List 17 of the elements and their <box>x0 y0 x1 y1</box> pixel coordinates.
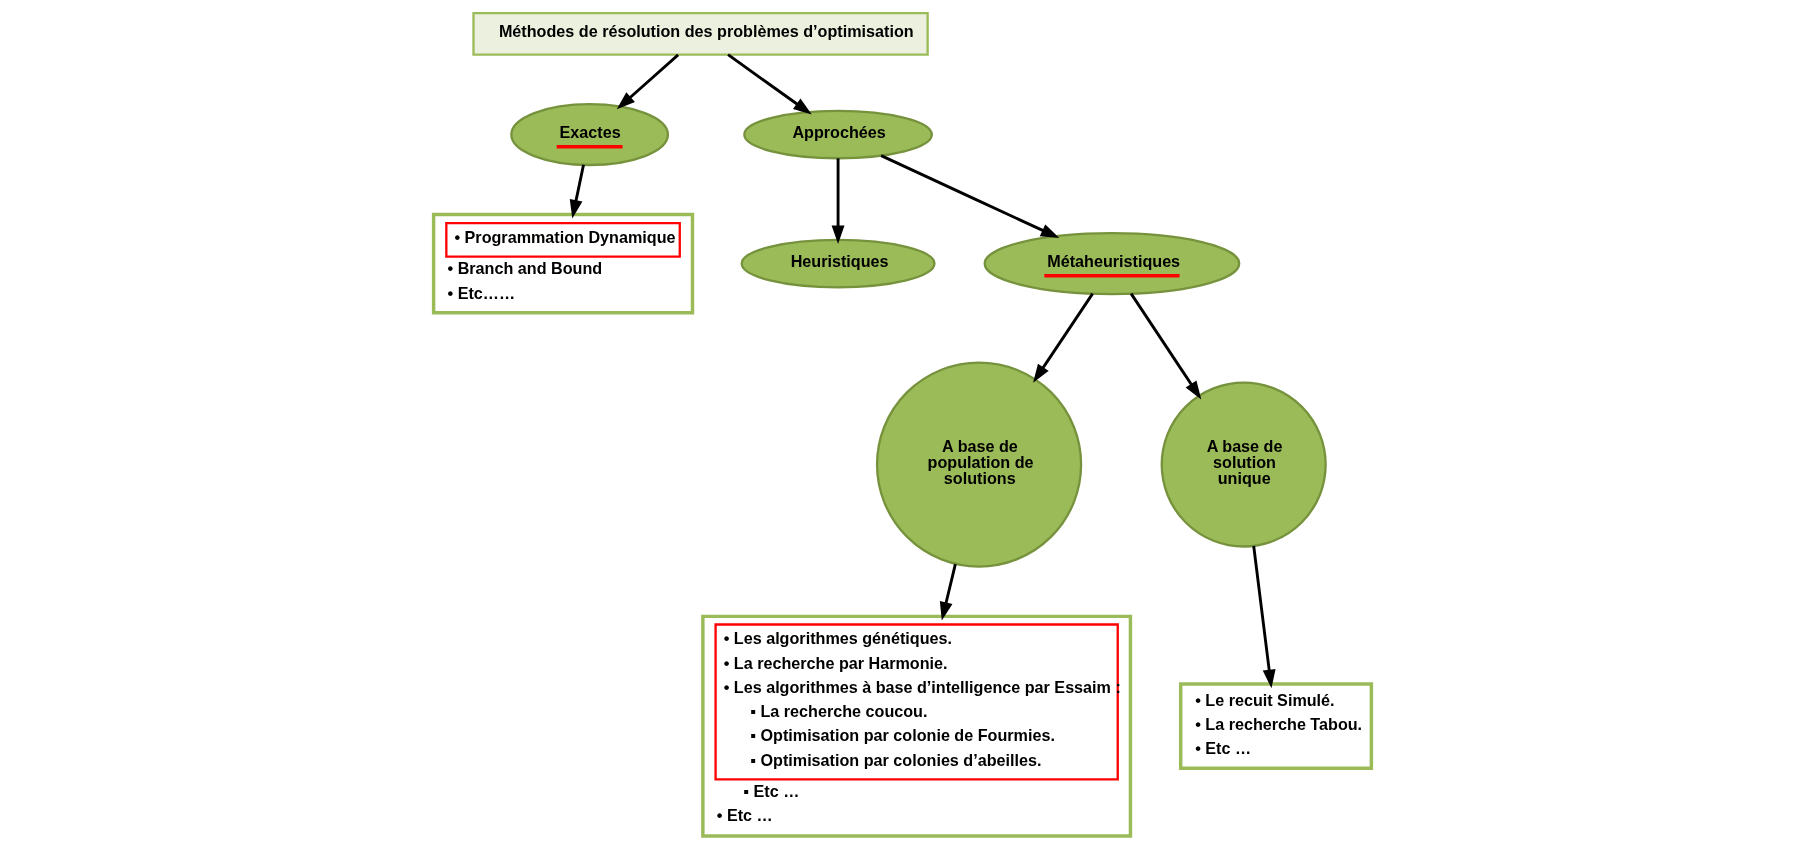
node-box: • Les algorithmes génétiques. • La recherche par Harmonie. • Les algorithmes à base d’intelligence par Essaim : ▪ La recherche coucou. ▪ Optimisation par colonie de Fourmies. ▪ Optimisation par colonies d’abeilles. ▪ Etc … • Etc … <box>700 614 1132 838</box>
node-ellipse: Approchées <box>742 109 933 160</box>
node-ellipse: Heuristiques <box>740 238 936 289</box>
node-box: Méthodes de résolution des problèmes d’optimisation <box>471 11 929 56</box>
arrow <box>1251 545 1276 689</box>
arrow <box>939 563 957 621</box>
arrow <box>569 164 585 219</box>
arrow <box>1129 292 1201 400</box>
arrow <box>880 154 1059 239</box>
arrow <box>726 53 812 115</box>
node-ellipse: Exactes <box>509 103 669 167</box>
arrow <box>1032 292 1094 383</box>
node-box: • Programmation Dynamique • Branch and Bound • Etc…… <box>431 212 694 315</box>
arrow <box>616 53 679 110</box>
node-box: • Le recuit Simulé. • La recherche Tabou. • Etc … <box>1178 682 1373 771</box>
node-ellipse: Métaheuristiques <box>983 232 1240 296</box>
arrow <box>831 158 845 244</box>
